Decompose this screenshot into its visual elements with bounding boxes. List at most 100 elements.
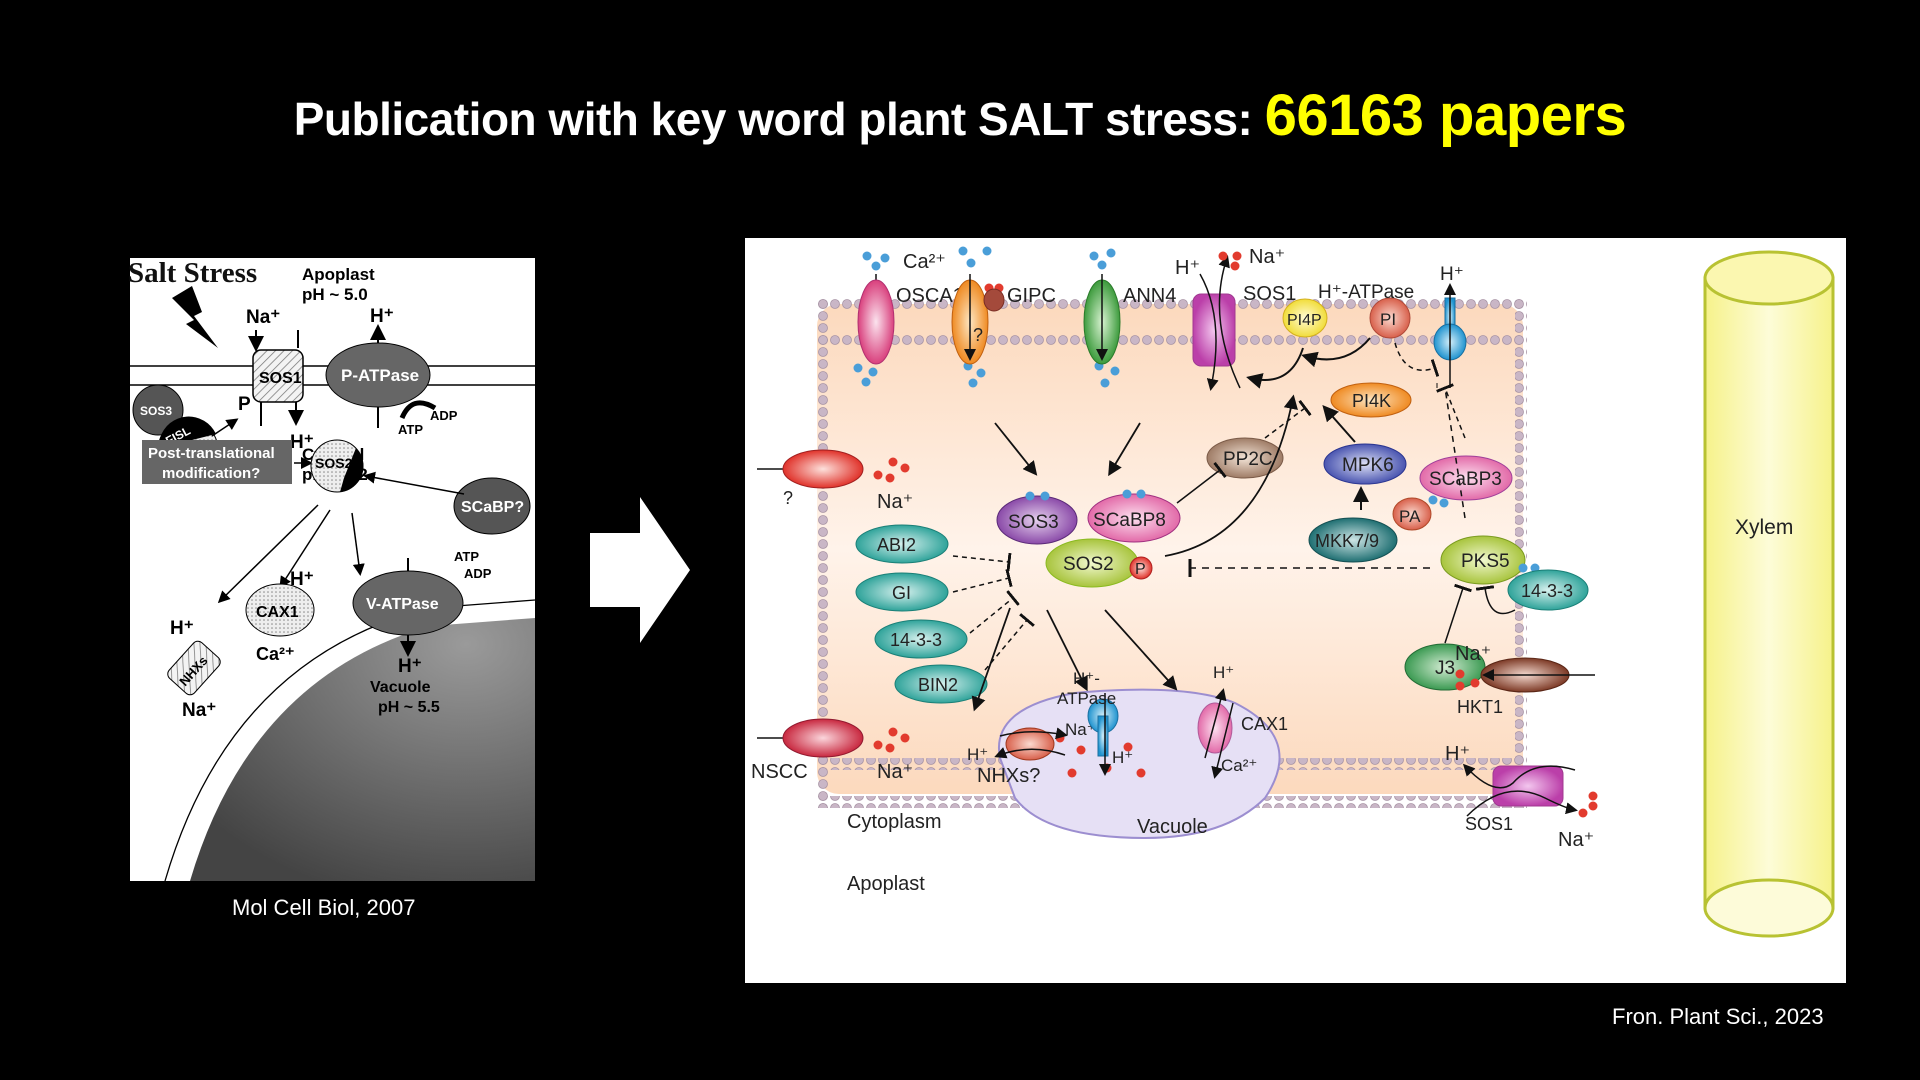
sos1-transporter: [252, 349, 304, 403]
h-atpase-label-top: H⁺-ATPase: [1318, 282, 1414, 303]
na-ion-label-hkt1: Na⁺: [1455, 643, 1491, 665]
pp2c-label: PP2C: [1223, 449, 1273, 470]
h-label-cax1: H⁺: [290, 569, 314, 590]
pi-label: PI: [1380, 310, 1396, 329]
sos2-center-label: SOS2: [315, 455, 353, 471]
h-label-vacuole: H⁺: [398, 656, 422, 677]
phospho-label: P: [238, 394, 251, 415]
p-atpase-label: P-ATPase: [341, 366, 419, 385]
nhxs-label-right: NHXs?: [977, 765, 1040, 787]
vacuole-label-right: Vacuole: [1137, 816, 1208, 838]
sos3-protein: [132, 384, 184, 436]
bin2-protein: [894, 664, 988, 704]
scabp-label: SCaBP?: [461, 499, 524, 516]
na-ion-label-nscc: Na⁺: [877, 761, 913, 783]
vacuole-ph: pH ~ 5.5: [378, 699, 440, 716]
title-prefix: Publication with key word plant SALT str…: [293, 93, 1253, 145]
mpk6-kinase: [1323, 443, 1407, 485]
sos3-label: SOS3: [140, 404, 172, 418]
na-ion-label-left: Na⁺: [877, 491, 913, 513]
gipc-molecule: [983, 288, 1005, 312]
cytoplasm-label: Cytoplasm: [847, 811, 941, 833]
v-atpase-label: V-ATPase: [366, 596, 439, 613]
j3-label: J3: [1435, 658, 1455, 679]
h-atpase-label-v2: ATPase: [1057, 689, 1116, 708]
cax1-label-right: CAX1: [1241, 714, 1288, 734]
salt-stress-heading: Salt Stress: [128, 257, 258, 289]
ptm-line1: Post-translational: [148, 445, 275, 462]
h-ion-label-xylem: H⁺: [1445, 743, 1470, 765]
h-label-nhx: H⁺: [170, 618, 194, 639]
na-label-sos1: Na⁺: [246, 307, 280, 328]
atp-label-v: ATP: [454, 549, 479, 564]
na-ion-label-xylem: Na⁺: [1558, 829, 1594, 851]
gipc-label: GIPC: [1007, 285, 1056, 307]
mkk79-label: MKK7/9: [1315, 531, 1379, 551]
bin2-label: BIN2: [918, 675, 958, 695]
left-citation: Mol Cell Biol, 2007: [232, 895, 416, 920]
r1433-protein-left: [874, 619, 968, 659]
pi4k-label: PI4K: [1352, 391, 1391, 411]
apoplast-label: Apoplast: [302, 265, 375, 284]
vacuole-label: Vacuole: [370, 679, 431, 696]
nhxs-transporter: [167, 640, 221, 696]
h-label-patpase: H⁺: [370, 306, 394, 327]
cax1-transporter: [245, 583, 315, 637]
r1433-label-right: 14-3-3: [1521, 581, 1573, 601]
j3-protein: [1404, 643, 1486, 691]
pa-lipid: [1392, 497, 1432, 531]
nscc-label: NSCC: [751, 761, 808, 783]
r1433-protein-right: [1507, 569, 1589, 611]
scabp8-label: SCaBP8: [1093, 510, 1166, 531]
scabp-protein: [453, 477, 531, 535]
salt-signaling-diagram-2023: Xylem Ca²⁺ OSCA1 ? GIPC ANN4 H⁺: [751, 246, 1835, 938]
hkt1-label: HKT1: [1457, 697, 1503, 717]
apoplast-label-right: Apoplast: [847, 873, 925, 895]
sos1-label-xylem: SOS1: [1465, 814, 1513, 834]
paper-count: 66163 papers: [1264, 83, 1627, 148]
left-figure-panel: Apoplast pH ~ 5.0 Na⁺ SOS1 H⁺ P H⁺ P-ATP…: [130, 258, 536, 882]
lightning-icon: [172, 286, 218, 348]
sos1-antiporter-top: [1192, 293, 1236, 367]
gi-label: GI: [892, 583, 911, 603]
ca-ion-label-cax1: Ca²⁺: [1221, 756, 1257, 775]
adp-label-v: ADP: [464, 566, 492, 581]
na-label-nhx: Na⁺: [182, 700, 216, 721]
abi2-protein: [855, 524, 949, 564]
pi-lipid: [1369, 297, 1411, 339]
sos1-label-top: SOS1: [1243, 283, 1296, 305]
vacuole-region: [190, 618, 535, 881]
na-ion-label-sos1: Na⁺: [1249, 246, 1285, 268]
xylem-label: Xylem: [1735, 516, 1793, 539]
scabp3-protein: [1419, 455, 1513, 501]
h-ion-label-nhx: H⁺: [967, 745, 988, 764]
scabp8-protein: [1087, 493, 1181, 543]
pi4p-lipid: [1282, 298, 1328, 338]
r1433-label-left: 14-3-3: [890, 630, 942, 650]
nhxs-antiporter: [1005, 727, 1055, 761]
plasma-membrane-left: [817, 298, 829, 808]
unknown-na-channel-question: ?: [783, 488, 793, 508]
pa-label: PA: [1399, 507, 1421, 526]
adp-label: ADP: [430, 408, 458, 423]
phospho-label-right: P: [1135, 561, 1146, 578]
sos3-protein-right: [996, 495, 1078, 545]
atp-label: ATP: [398, 422, 423, 437]
ca-label: Ca²⁺: [256, 644, 295, 664]
slide-title: Publication with key word plant SALT str…: [0, 82, 1920, 149]
pks5-label: PKS5: [1461, 551, 1510, 572]
h-ion-label-atpase: H⁺: [1440, 264, 1464, 285]
xylem-vessel: [1703, 276, 1835, 910]
right-arrow-icon: [590, 497, 690, 643]
nscc-channel: [782, 718, 864, 758]
h-ion-label-sos1: H⁺: [1175, 257, 1200, 279]
ann4-label: ANN4: [1123, 285, 1176, 307]
osca1-channel: [857, 279, 895, 365]
unknown-na-channel: [782, 449, 864, 489]
abi2-label: ABI2: [877, 535, 916, 555]
scabp3-label: SCaBP3: [1429, 469, 1502, 490]
pks5-kinase: [1440, 535, 1526, 585]
ptm-line2: modification?: [162, 465, 260, 482]
sos1-label: SOS1: [259, 370, 302, 387]
sos2-label-right: SOS2: [1063, 554, 1114, 575]
